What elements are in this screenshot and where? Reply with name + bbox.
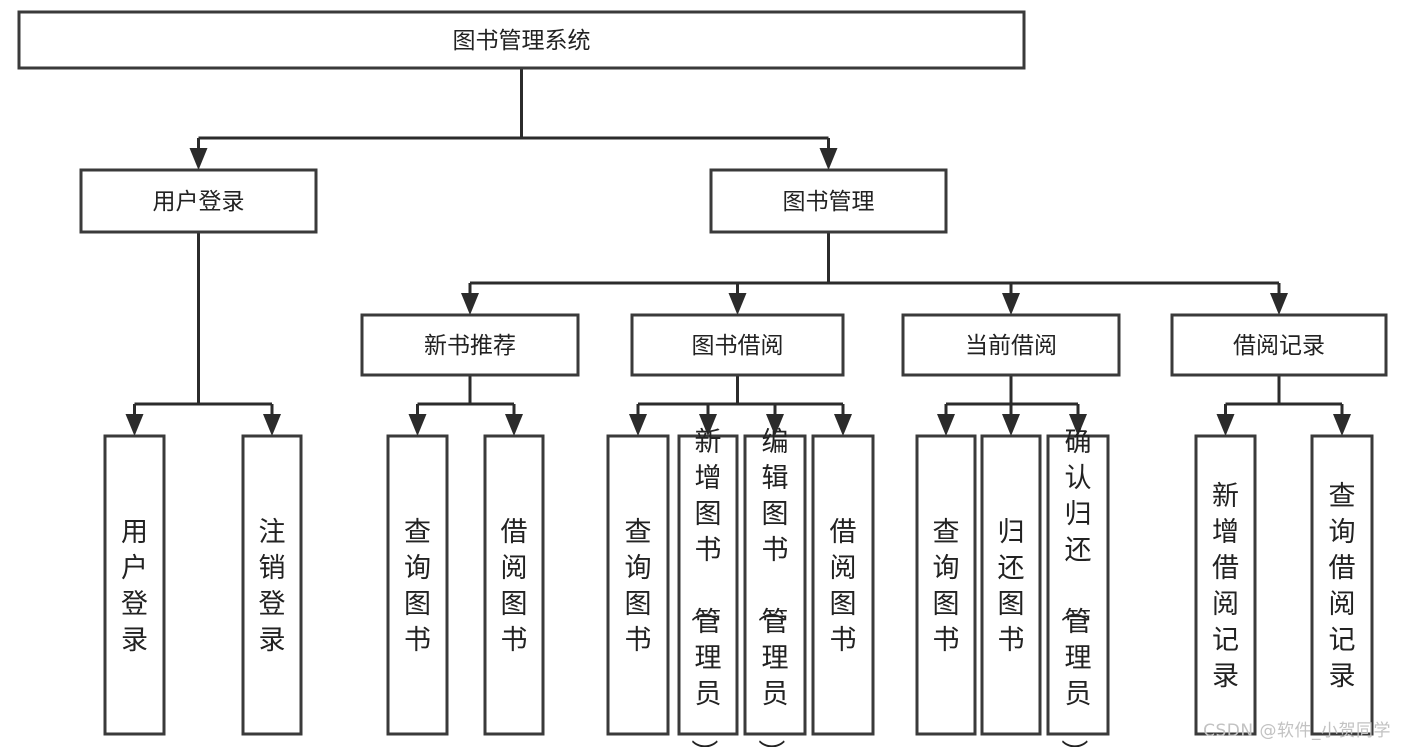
node-box (483, 434, 545, 736)
node-box (1170, 313, 1388, 377)
arrow-head-icon (505, 414, 523, 436)
node-leaf-edit-book[interactable]: 编辑图书（管理员） (743, 427, 807, 747)
arrow-head-icon (189, 148, 208, 170)
node-label: 注销登录 (259, 517, 286, 656)
node-label: 用户登录 (153, 189, 245, 215)
arrow-head-icon (834, 414, 852, 436)
node-box (360, 313, 580, 377)
arrow-head-icon (1069, 414, 1087, 436)
node-leaf-return-book[interactable]: 归还图书 (980, 434, 1042, 736)
node-label: 图书管理 (783, 189, 875, 215)
node-n-current-borrow[interactable]: 当前借阅 (901, 313, 1121, 377)
node-label: 确认归还（管理员） (1058, 427, 1092, 747)
node-label: 编辑图书（管理员） (755, 427, 789, 747)
arrow-head-icon (728, 293, 747, 315)
node-box (17, 10, 1026, 70)
node-leaf-add-record[interactable]: 新增借阅记录 (1194, 434, 1257, 736)
node-box (386, 434, 449, 736)
node-n-book-borrow[interactable]: 图书借阅 (630, 313, 845, 377)
node-box (709, 168, 948, 234)
node-layer: 图书管理系统用户登录图书管理新书推荐图书借阅当前借阅借阅记录用户登录注销登录查询… (17, 10, 1388, 747)
node-label: 当前借阅 (965, 333, 1057, 359)
node-box (630, 313, 845, 377)
arrow-head-icon (125, 414, 144, 436)
node-label: 借阅记录 (1233, 333, 1325, 359)
node-box (1046, 434, 1110, 736)
node-label: 查询图书 (933, 517, 960, 656)
node-n-new-book-rec[interactable]: 新书推荐 (360, 313, 580, 377)
node-leaf-query-book-3[interactable]: 查询图书 (915, 434, 977, 736)
arrow-head-icon (1002, 293, 1020, 315)
arrow-head-icon (461, 293, 479, 315)
node-box (901, 313, 1121, 377)
connector-layer (125, 68, 1351, 436)
node-label: 新增借阅记录 (1212, 481, 1239, 692)
arrow-head-icon (629, 414, 647, 436)
node-label: 归还图书 (998, 517, 1025, 656)
node-leaf-add-book[interactable]: 新增图书（管理员） (677, 427, 739, 747)
node-box (241, 434, 303, 736)
node-label: 图书借阅 (692, 333, 784, 359)
node-leaf-query-book-2[interactable]: 查询图书 (606, 434, 670, 736)
arrow-head-icon (1270, 293, 1288, 315)
node-label: 用户登录 (121, 517, 148, 656)
node-box (606, 434, 670, 736)
node-leaf-user-login[interactable]: 用户登录 (103, 434, 166, 736)
node-leaf-query-book-1[interactable]: 查询图书 (386, 434, 449, 736)
node-box (915, 434, 977, 736)
node-label: 借阅图书 (830, 517, 857, 656)
node-box (1194, 434, 1257, 736)
arrow-head-icon (699, 414, 717, 436)
node-box (811, 434, 875, 736)
node-leaf-borrow-book-2[interactable]: 借阅图书 (811, 434, 875, 736)
node-label: 查询借阅记录 (1329, 481, 1356, 692)
node-box (743, 434, 807, 736)
node-n-book-mgmt[interactable]: 图书管理 (709, 168, 948, 234)
node-leaf-confirm-return[interactable]: 确认归还（管理员） (1046, 427, 1110, 747)
node-box (79, 168, 318, 234)
arrow-head-icon (1002, 414, 1020, 436)
arrow-head-icon (263, 414, 281, 436)
node-leaf-borrow-book-1[interactable]: 借阅图书 (483, 434, 545, 736)
node-root[interactable]: 图书管理系统 (17, 10, 1026, 70)
node-box (1310, 434, 1374, 736)
node-label: 新书推荐 (424, 333, 516, 359)
node-label: 查询图书 (625, 517, 652, 656)
node-box (103, 434, 166, 736)
arrow-head-icon (1216, 414, 1235, 436)
arrow-head-icon (1333, 414, 1351, 436)
node-leaf-logout[interactable]: 注销登录 (241, 434, 303, 736)
arrow-head-icon (937, 414, 955, 436)
node-n-user-login[interactable]: 用户登录 (79, 168, 318, 234)
arrow-head-icon (408, 414, 427, 436)
node-box (677, 434, 739, 736)
arrow-head-icon (819, 148, 838, 170)
node-label: 查询图书 (404, 517, 431, 656)
node-box (980, 434, 1042, 736)
node-label: 借阅图书 (501, 517, 528, 656)
node-label: 新增图书（管理员） (688, 427, 722, 747)
arrow-head-icon (766, 414, 784, 436)
node-n-borrow-record[interactable]: 借阅记录 (1170, 313, 1388, 377)
node-label: 图书管理系统 (453, 28, 591, 54)
csdn-watermark: CSDN @软件_小贺同学 (1203, 721, 1391, 741)
node-leaf-query-record[interactable]: 查询借阅记录 (1310, 434, 1374, 736)
